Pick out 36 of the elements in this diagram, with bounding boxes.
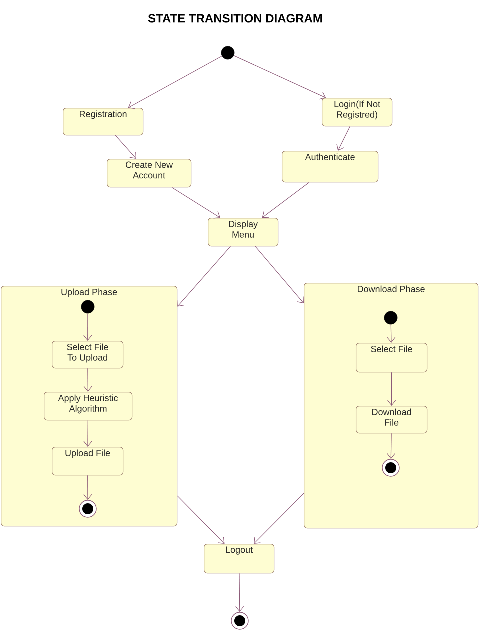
state-box: Logout xyxy=(204,544,275,574)
end-bullseye xyxy=(382,459,400,477)
transition-arrow xyxy=(234,56,326,100)
transition-arrow xyxy=(128,56,222,110)
start-dot xyxy=(81,300,95,314)
state-box: Upload File xyxy=(52,447,124,476)
transition-arrow xyxy=(115,135,137,159)
transition-arrow xyxy=(178,246,231,307)
state-box: Display Menu xyxy=(208,218,279,247)
state-box: Login(If Not Registred) xyxy=(322,98,393,127)
transition-arrow xyxy=(262,182,310,218)
state-box: Apply Heuristic Algorithm xyxy=(44,392,133,421)
transition-arrow xyxy=(84,475,92,500)
state-box: Authenticate xyxy=(282,151,379,183)
start-dot xyxy=(221,46,235,60)
transition-arrow xyxy=(254,493,304,544)
transition-arrow xyxy=(84,420,92,447)
state-box: Create New Account xyxy=(107,159,192,188)
transition-arrow xyxy=(236,573,244,612)
transition-arrow xyxy=(387,324,396,343)
transition-arrow xyxy=(388,372,396,406)
state-box: Download File xyxy=(356,406,428,434)
transition-arrow xyxy=(336,126,351,151)
state-box: Select File To Upload xyxy=(52,341,124,369)
title: STATE TRANSITION DIAGRAM xyxy=(148,14,322,23)
transition-arrow xyxy=(84,368,92,392)
end-bullseye xyxy=(79,500,97,518)
transition-arrow xyxy=(172,187,221,219)
transition-arrow xyxy=(386,433,396,460)
state-box: Registration xyxy=(63,108,144,136)
end-bullseye xyxy=(231,612,249,630)
state-box: Select File xyxy=(356,343,428,373)
start-dot xyxy=(384,311,398,325)
transition-arrow xyxy=(177,496,225,544)
transition-arrow xyxy=(255,246,304,304)
transition-arrow xyxy=(84,313,92,341)
